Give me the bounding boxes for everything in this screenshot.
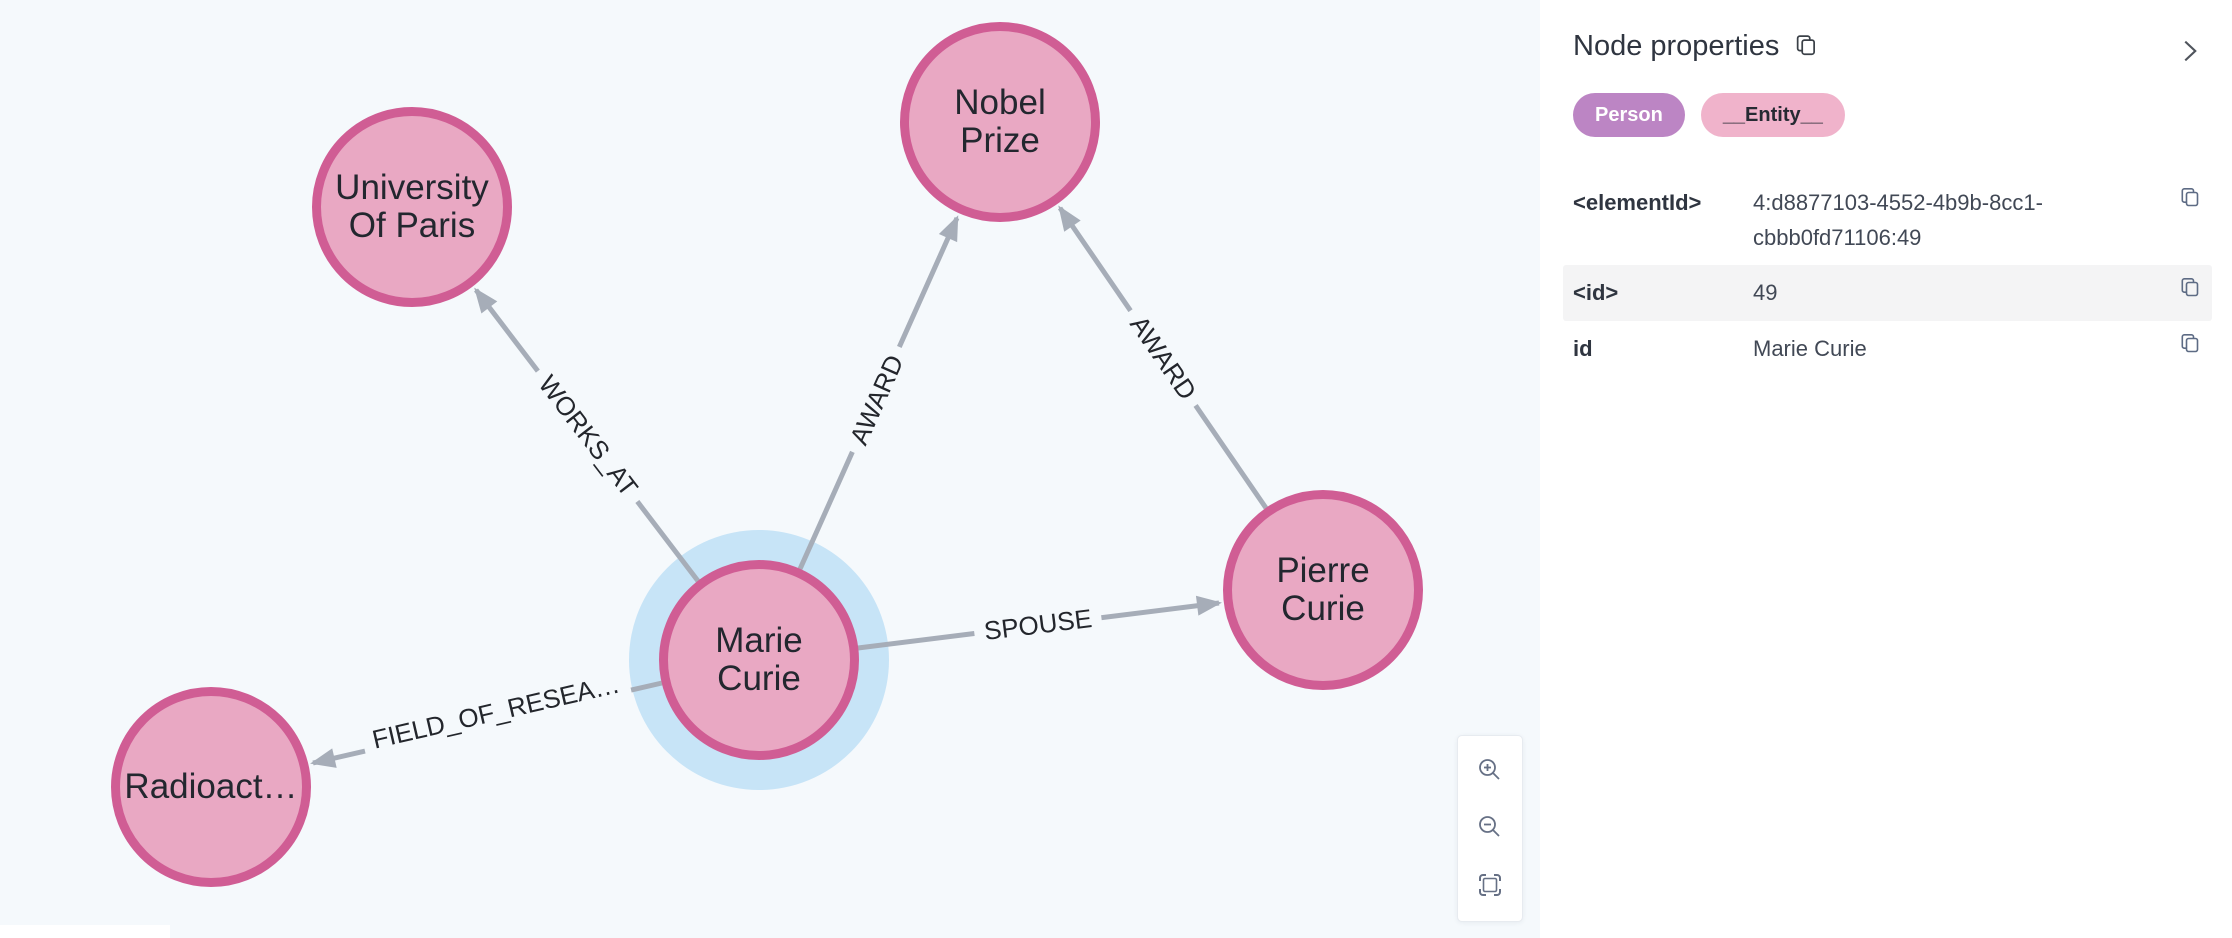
copy-property-button[interactable] [2178,331,2202,358]
property-key: id [1573,335,1593,361]
node-nobel-prize[interactable]: Nobel Prize [900,22,1100,222]
label-badge-person: Person [1573,93,1685,137]
copy-icon [2178,275,2202,302]
property-row-elementid: <elementId> 4:d8877103-4552-4b9b-8cc1-cb… [1563,175,2212,265]
property-value: Marie Curie [1753,335,1867,361]
node-label: Nobel Prize [954,82,1046,160]
graph-canvas[interactable]: University Of Paris Nobel Prize Marie Cu… [0,0,1540,938]
copy-property-button[interactable] [2178,275,2202,302]
copy-icon [1793,32,1819,61]
node-label: Radioact… [124,766,298,806]
property-key: <id> [1573,280,1619,306]
panel-header: Node properties [1573,30,2212,63]
collapse-panel-button[interactable] [2174,36,2204,69]
panel-title: Node properties [1573,30,1780,62]
label-badge-entity: __Entity__ [1700,93,1845,137]
zoom-in-button[interactable] [1475,756,1505,786]
node-marie-curie[interactable]: Marie Curie [659,560,859,760]
zoom-in-icon [1476,756,1504,787]
fit-to-view-icon [1476,871,1504,902]
fit-to-view-button[interactable] [1475,871,1505,901]
node-label: Pierre Curie [1276,550,1370,628]
node-label: Marie Curie [715,620,803,698]
properties-table: <elementId> 4:d8877103-4552-4b9b-8cc1-cb… [1563,175,2212,376]
node-label: University Of Paris [335,167,489,245]
property-row-id: id Marie Curie [1563,321,2212,376]
node-university-of-paris[interactable]: University Of Paris [312,107,512,307]
copy-icon [2178,185,2202,212]
copy-icon [2178,331,2202,358]
chevron-right-icon [2174,36,2204,69]
zoom-toolbar [1457,735,1523,922]
copy-all-properties-button[interactable] [1793,32,1819,61]
property-key: <elementId> [1573,190,1702,215]
node-pierre-curie[interactable]: Pierre Curie [1223,490,1423,690]
node-labels: Person __Entity__ [1573,93,2212,137]
canvas-bottom-edge [0,925,170,938]
node-radioactivity[interactable]: Radioact… [111,687,311,887]
node-properties-panel: Node properties Person __Entity__ [1540,0,2232,938]
property-row-id-internal: <id> 49 [1563,265,2212,321]
zoom-out-button[interactable] [1475,814,1505,844]
copy-property-button[interactable] [2178,185,2202,212]
property-value: 4:d8877103-4552-4b9b-8cc1-cbbb0fd71106:4… [1753,190,2043,251]
zoom-out-icon [1476,813,1504,844]
property-value: 49 [1753,280,1778,306]
